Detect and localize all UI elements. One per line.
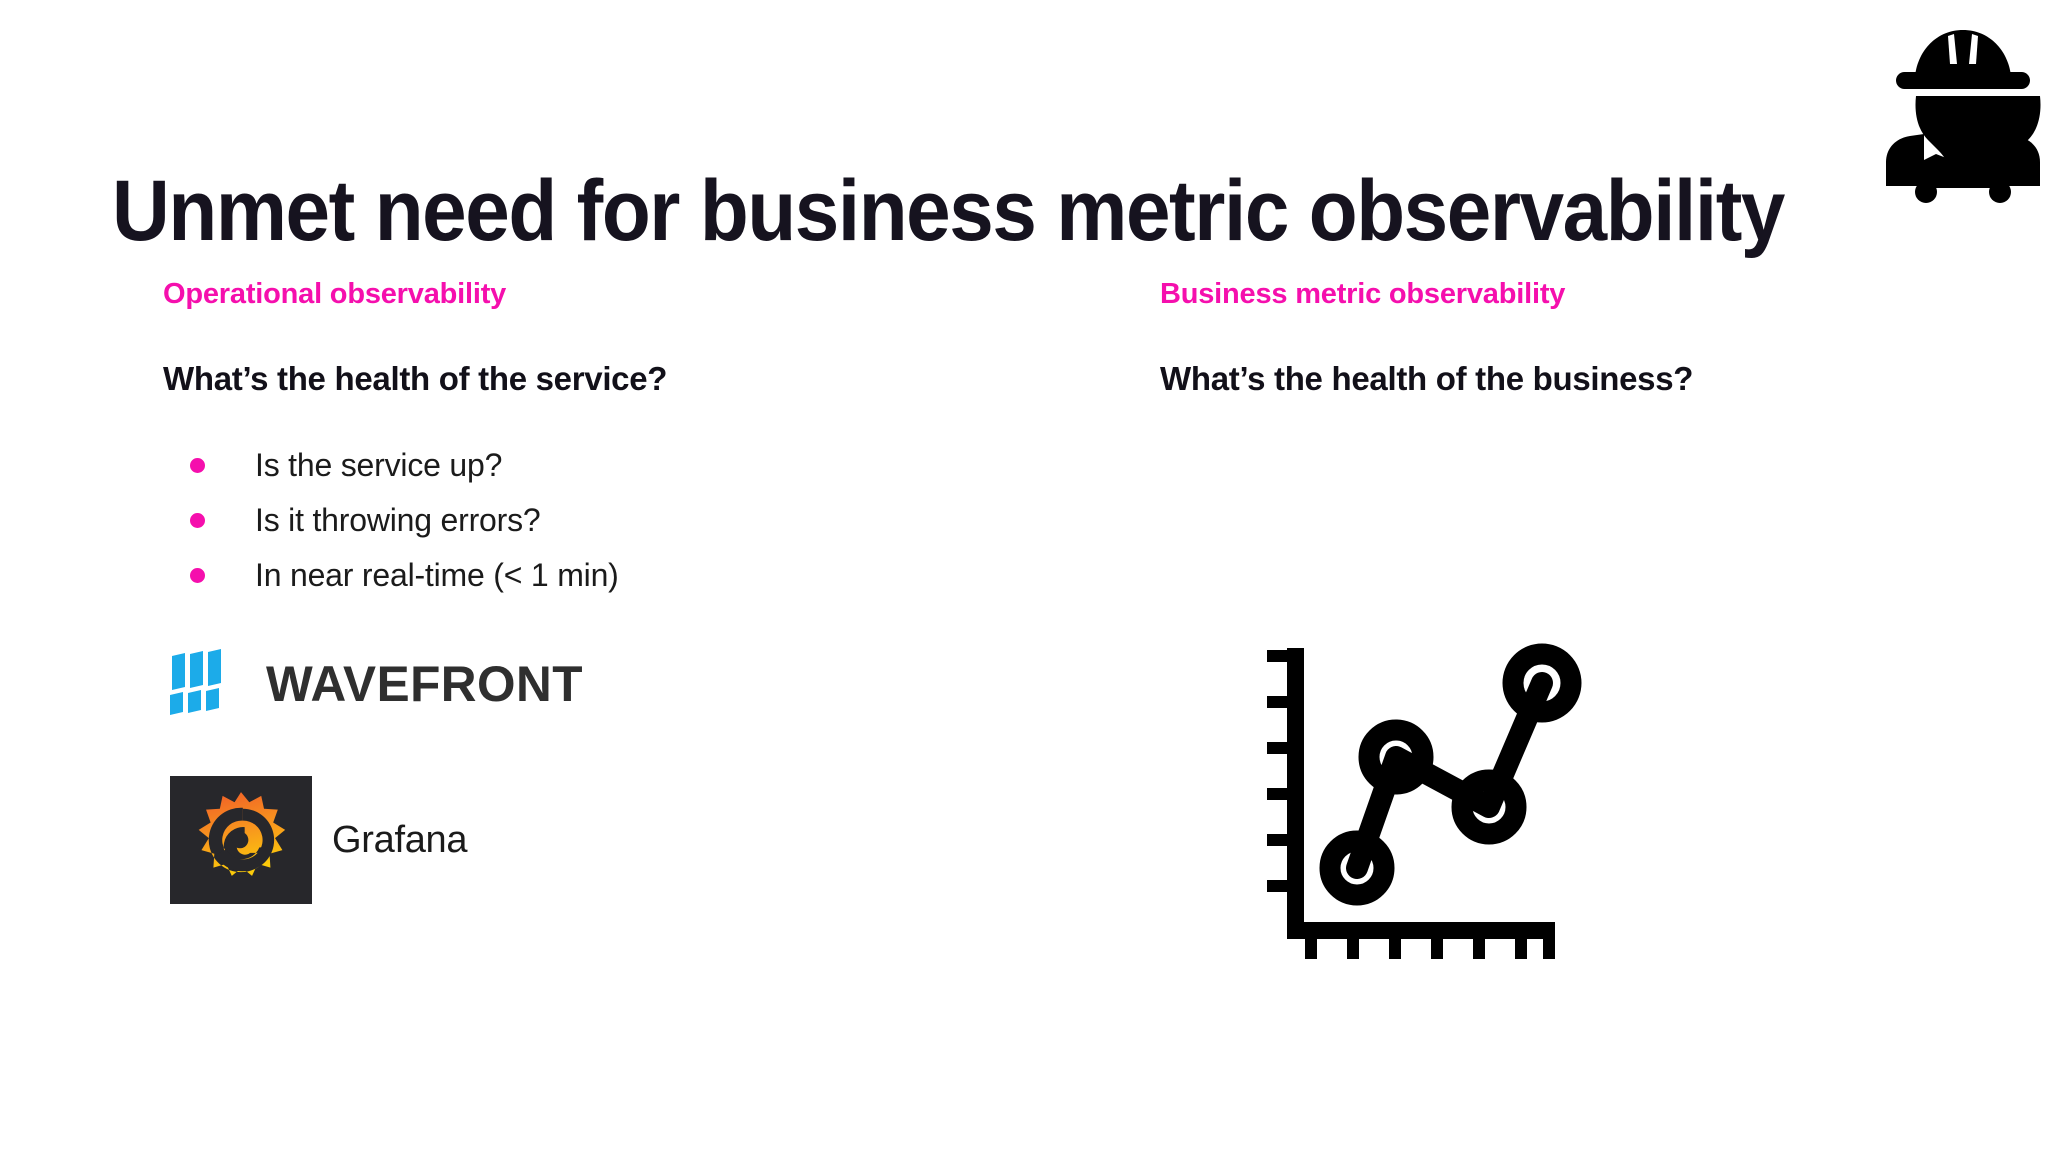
grafana-wordmark: Grafana [332, 818, 468, 861]
column-operational: Operational observability [163, 278, 1063, 311]
grafana-mark-icon [170, 776, 312, 904]
list-item-label: In near real-time (< 1 min) [255, 557, 619, 593]
column-question-operational: What’s the health of the service? [163, 360, 668, 397]
wavefront-logo: WAVEFRONT [168, 648, 586, 720]
column-business: Business metric observability [1160, 278, 2020, 311]
chart-data-point [1502, 643, 1582, 723]
chart-data-point [1451, 769, 1527, 845]
construction-worker-icon [1878, 14, 2048, 204]
bullet-dot-icon [190, 568, 205, 583]
list-item-label: Is it throwing errors? [255, 502, 541, 538]
line-chart-icon [1265, 630, 1585, 960]
grafana-logo: Grafana [170, 776, 468, 904]
chart-data-point [1319, 830, 1395, 906]
wavefront-wordmark: WAVEFRONT [266, 656, 584, 712]
page-title: Unmet need for business metric observabi… [112, 162, 1785, 259]
list-item-label: Is the service up? [255, 447, 503, 483]
column-heading-operational: Operational observability [163, 278, 507, 310]
list-item: Is it throwing errors? [190, 493, 619, 548]
chart-data-point [1358, 719, 1434, 795]
column-heading-business: Business metric observability [1160, 278, 1566, 310]
bullet-dot-icon [190, 458, 205, 473]
wavefront-mark-icon [168, 648, 232, 720]
column-question-business: What’s the health of the business? [1160, 360, 1694, 397]
list-item: Is the service up? [190, 438, 619, 493]
operational-bullet-list: Is the service up? Is it throwing errors… [190, 438, 619, 603]
bullet-dot-icon [190, 513, 205, 528]
list-item: In near real-time (< 1 min) [190, 548, 619, 603]
